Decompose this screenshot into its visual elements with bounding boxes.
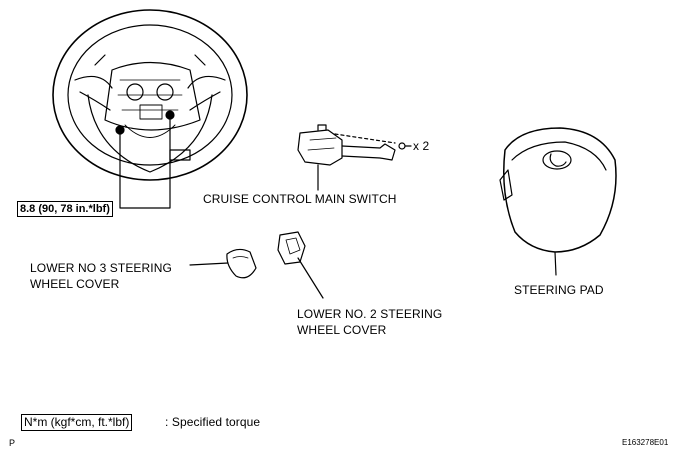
screw-illustration [398, 142, 412, 150]
cruise-control-switch-label: CRUISE CONTROL MAIN SWITCH [203, 192, 397, 206]
figure-id: E163278E01 [622, 438, 669, 447]
lower-no2-cover-label-line1: LOWER NO. 2 STEERING [297, 307, 443, 321]
screw-qty-label: x 2 [413, 139, 430, 153]
steering-pad-label: STEERING PAD [514, 283, 604, 297]
steering-wheel-illustration [52, 9, 248, 181]
steering-pad-illustration [499, 127, 617, 276]
cruise-control-switch-illustration [297, 124, 396, 191]
lower-no2-cover-label-line2: WHEEL COVER [297, 323, 387, 337]
steering-pad-leader [554, 251, 557, 276]
lower-no2-cover-illustration [277, 231, 324, 299]
torque-leader [119, 117, 171, 209]
lower-no3-cover-label-line1: LOWER NO 3 STEERING [30, 261, 172, 275]
torque-spec-box: 8.8 (90, 78 in.*lbf) [17, 201, 113, 217]
lower-no2-leader [297, 257, 324, 299]
lower-no3-cover-illustration [189, 248, 257, 279]
lower-no3-leader [189, 262, 229, 266]
torque-legend-text: : Specified torque [165, 415, 261, 429]
torque-unit-legend-box: N*m (kgf*cm, ft.*lbf) [21, 414, 133, 431]
lower-no3-cover-label-line2: WHEEL COVER [30, 277, 120, 291]
footer-left-code: P [9, 438, 16, 448]
